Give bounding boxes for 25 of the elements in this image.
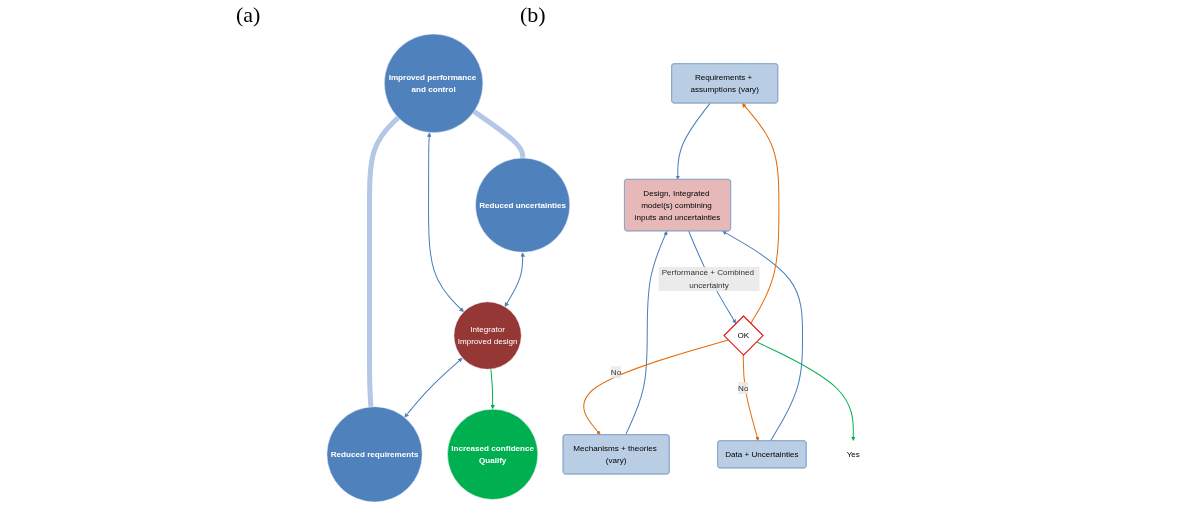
- node-circle: Reduced uncertainties: [475, 157, 571, 253]
- node-circle: Improved performance and control: [384, 33, 484, 133]
- arrow: [583, 339, 729, 436]
- arrow: [427, 132, 464, 313]
- arrow: [756, 341, 856, 441]
- panel-label: (b): [520, 2, 546, 28]
- node-text: Yes: [846, 449, 860, 459]
- arrow: [625, 230, 668, 436]
- arrow: [722, 230, 804, 442]
- arrow: [742, 103, 780, 324]
- arrow: [404, 357, 463, 418]
- node-circle: Increased confidence Qualify: [447, 408, 539, 500]
- arrow: [490, 368, 495, 410]
- node-circle: Reduced requirements: [326, 406, 423, 503]
- edge-label: No: [738, 383, 749, 393]
- panel-label: (a): [236, 2, 261, 28]
- arrow: [504, 252, 525, 307]
- node-diamond: OK: [723, 315, 764, 356]
- edge-label: Performance + Combined uncertainty: [661, 268, 755, 290]
- arrow: [742, 354, 760, 442]
- node-circle: Integrator Improved design: [453, 301, 522, 370]
- arrow: [675, 102, 711, 180]
- edge-label: No: [610, 367, 622, 377]
- connector: [472, 109, 526, 159]
- connector: [366, 115, 400, 408]
